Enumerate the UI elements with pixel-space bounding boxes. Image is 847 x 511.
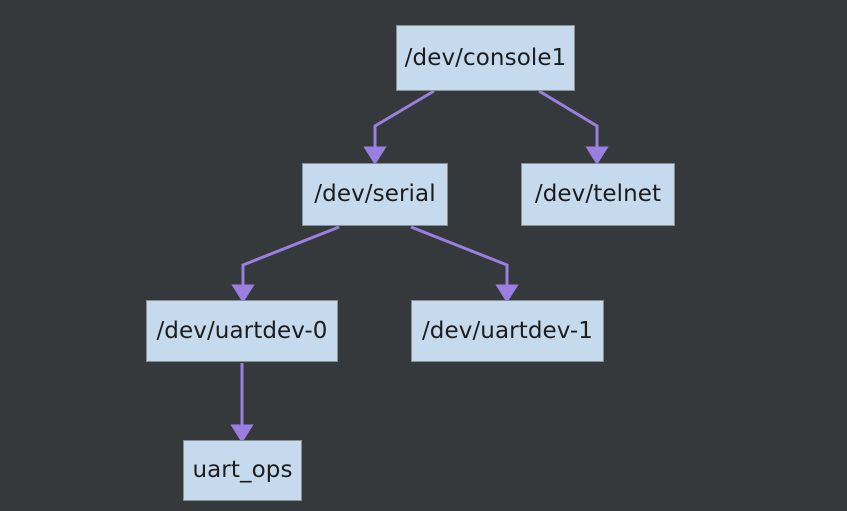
node-label: uart_ops [192, 457, 293, 483]
node-dev-uartdev-0[interactable]: /dev/uartdev-0 [146, 300, 338, 362]
edge-console1-to-telnet [538, 89, 609, 165]
edge-serial-to-uartdev-0 [231, 225, 340, 303]
node-label: /dev/uartdev-1 [421, 317, 594, 344]
node-dev-serial[interactable]: /dev/serial [302, 163, 448, 226]
edge-console1-to-serial [363, 89, 435, 165]
node-dev-console1[interactable]: /dev/console1 [396, 25, 575, 91]
node-label: /dev/serial [314, 181, 436, 207]
node-dev-telnet[interactable]: /dev/telnet [521, 163, 675, 226]
node-label: /dev/console1 [404, 44, 567, 71]
node-uart-ops[interactable]: uart_ops [183, 440, 302, 501]
node-dev-uartdev-1[interactable]: /dev/uartdev-1 [411, 300, 604, 362]
edge-serial-to-uartdev-1 [410, 225, 519, 303]
node-label: /dev/uartdev-0 [156, 317, 328, 344]
node-label: /dev/telnet [534, 181, 662, 207]
